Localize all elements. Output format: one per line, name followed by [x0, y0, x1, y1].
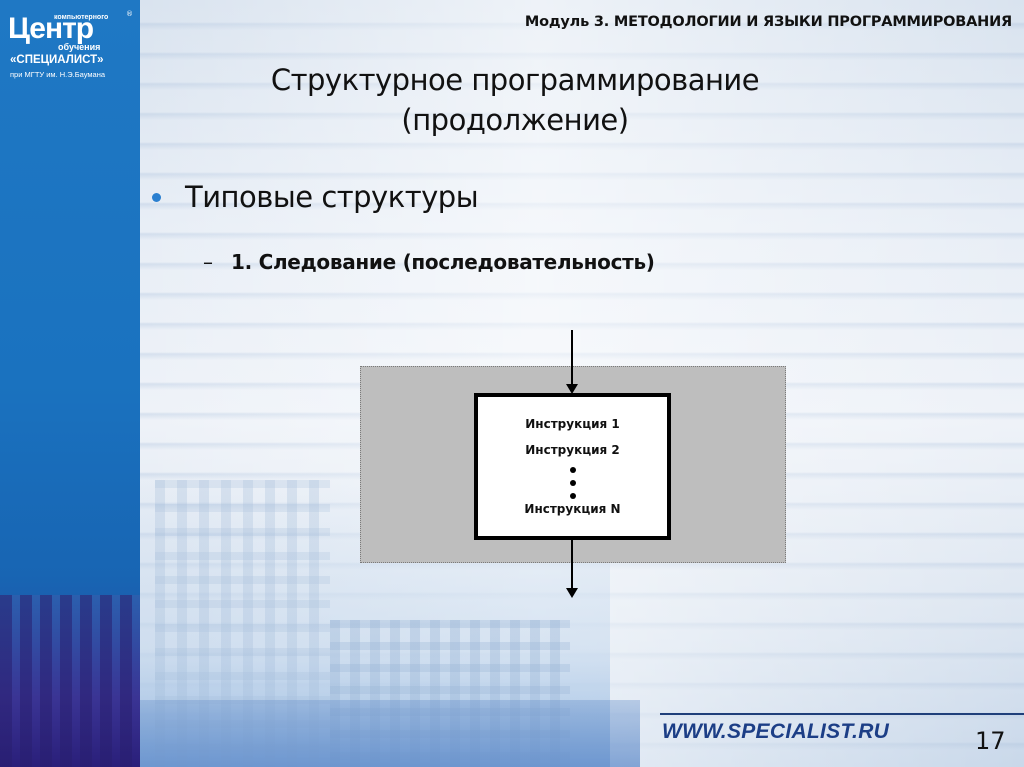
bullet-item: Типовые структуры — [152, 180, 479, 214]
sidebar-building-photo — [0, 595, 140, 767]
slide-title-line-2: (продолжение) — [401, 103, 629, 137]
instruction-2: Инструкция 2 — [525, 443, 620, 457]
instruction-1: Инструкция 1 — [525, 417, 620, 431]
module-header: Модуль 3. МЕТОДОЛОГИИ И ЯЗЫКИ ПРОГРАММИР… — [524, 14, 1012, 30]
slide-title-line-1: Структурное программирование — [270, 63, 760, 97]
bullet-text: Типовые структуры — [185, 180, 479, 214]
bullet-dot-icon — [152, 192, 161, 202]
sub-bullet-text: 1. Следование (последовательность) — [231, 250, 655, 274]
footer-website-link[interactable]: WWW.SPECIALIST.RU — [662, 720, 890, 743]
ellipsis-dot-icon — [569, 480, 576, 486]
ellipsis-dot-icon — [569, 493, 576, 499]
page-number: 17 — [975, 727, 1006, 755]
logo-subtitle: обучения — [58, 42, 101, 52]
slide-title: Структурное программирование (продолжени… — [200, 60, 830, 140]
sub-bullet-item: – 1. Следование (последовательность) — [203, 250, 655, 274]
output-arrow-line — [571, 540, 573, 590]
logo-name: «СПЕЦИАЛИСТ» — [10, 54, 104, 66]
input-arrow-head-icon — [566, 384, 578, 394]
left-sidebar-band: компьютерного ® Центр обучения «СПЕЦИАЛИ… — [0, 0, 140, 767]
dash-icon: – — [203, 250, 213, 274]
background-trees — [140, 700, 640, 767]
ellipsis-dot-icon — [569, 467, 576, 473]
output-arrow-head-icon — [566, 588, 578, 598]
logo-main-text: Центр — [8, 12, 94, 45]
registered-mark-icon: ® — [126, 10, 133, 18]
instruction-n: Инструкция N — [524, 502, 621, 516]
footer-divider — [660, 713, 1024, 715]
logo-top-text: компьютерного — [54, 14, 109, 21]
input-arrow-line — [571, 330, 573, 386]
logo-affiliation: при МГТУ им. Н.Э.Баумана — [10, 70, 106, 79]
logo: компьютерного ® Центр обучения «СПЕЦИАЛИ… — [6, 8, 134, 84]
instruction-block: Инструкция 1 Инструкция 2 Инструкция N — [474, 393, 671, 540]
